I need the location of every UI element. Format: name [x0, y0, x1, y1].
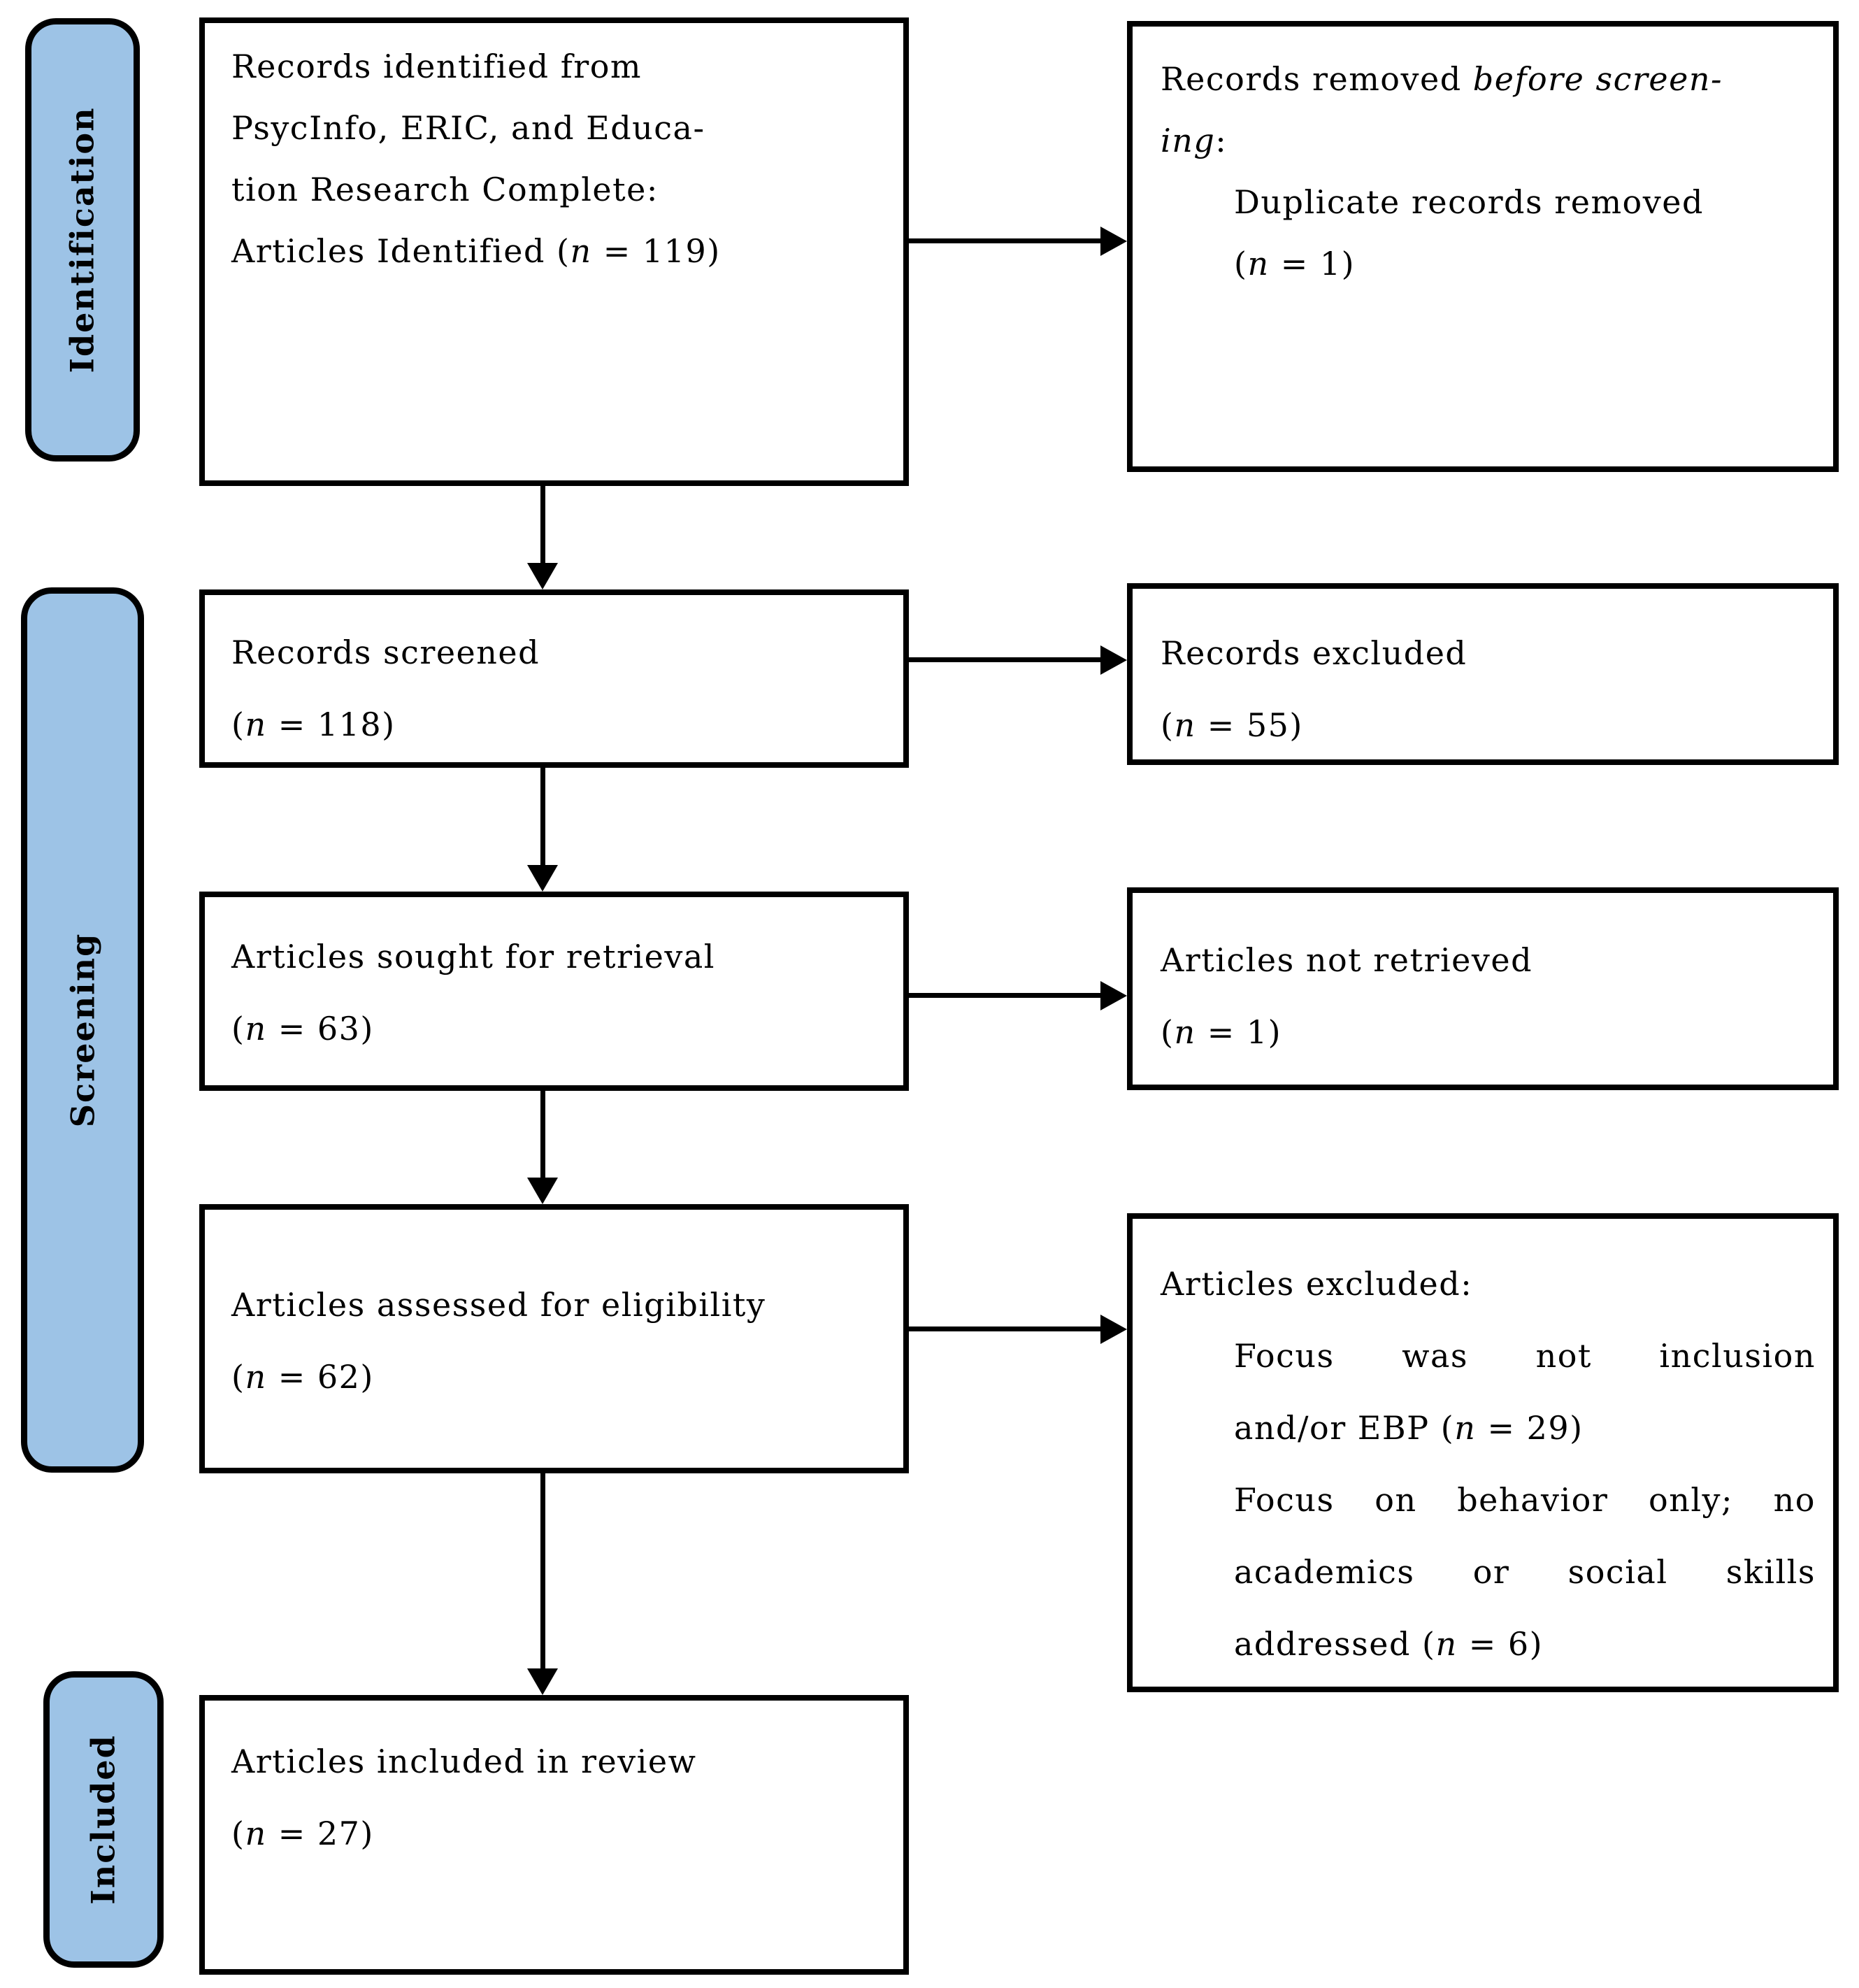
- box-records-screened: Records screened(n = 118): [199, 589, 909, 768]
- box-text: Articles assessed for eligibility(n = 62…: [231, 1286, 766, 1396]
- box-articles-included: Articles included in review(n = 27): [199, 1695, 909, 1975]
- stage-screening: Screening: [21, 587, 144, 1473]
- box-articles-not-retrieved: Articles not retrieved(n = 1): [1127, 887, 1839, 1090]
- arrow-head-icon: [1100, 227, 1127, 256]
- arrow-shaft: [540, 486, 545, 564]
- arrow-head-icon: [527, 1178, 558, 1204]
- arrow-head-icon: [527, 563, 558, 589]
- box-item: Duplicate records removed(n = 1): [1234, 183, 1704, 283]
- box-records-excluded: Records excluded(n = 55): [1127, 583, 1839, 765]
- arrow-shaft: [540, 768, 545, 866]
- stage-label: Identification: [64, 106, 102, 373]
- box-text: Articles included in review(n = 27): [231, 1743, 697, 1852]
- arrow-head-icon: [527, 1668, 558, 1695]
- box-text: Records screened(n = 118): [231, 634, 540, 743]
- box-articles-sought: Articles sought for retrieval(n = 63): [199, 892, 909, 1091]
- stage-identification: Identification: [25, 18, 140, 462]
- arrow-shaft: [540, 1091, 545, 1179]
- arrow-shaft: [909, 1326, 1102, 1331]
- arrow-head-icon: [527, 865, 558, 892]
- stage-label: Included: [85, 1734, 123, 1905]
- arrow-shaft: [909, 238, 1102, 243]
- arrow-shaft: [909, 993, 1102, 998]
- box-heading: Records excluded(n = 55): [1161, 634, 1467, 744]
- arrow-head-icon: [1100, 645, 1127, 675]
- box-text: Articles sought for retrieval(n = 63): [231, 938, 716, 1047]
- stage-label: Screening: [64, 932, 101, 1128]
- box-articles-assessed: Articles assessed for eligibility(n = 62…: [199, 1204, 909, 1473]
- box-heading: Records removed before screen-ing:: [1161, 60, 1723, 159]
- box-records-removed: Records removed before screen-ing: Dupli…: [1127, 21, 1839, 472]
- box-heading: Articles not retrieved(n = 1): [1161, 941, 1533, 1051]
- arrow-shaft: [909, 657, 1102, 662]
- arrow-head-icon: [1100, 1315, 1127, 1344]
- arrow-head-icon: [1100, 981, 1127, 1010]
- box-articles-excluded: Articles excluded: Focus was not inclusi…: [1127, 1213, 1839, 1692]
- stage-included: Included: [43, 1671, 164, 1968]
- arrow-shaft: [540, 1473, 545, 1670]
- box-heading: Articles excluded:: [1161, 1265, 1473, 1303]
